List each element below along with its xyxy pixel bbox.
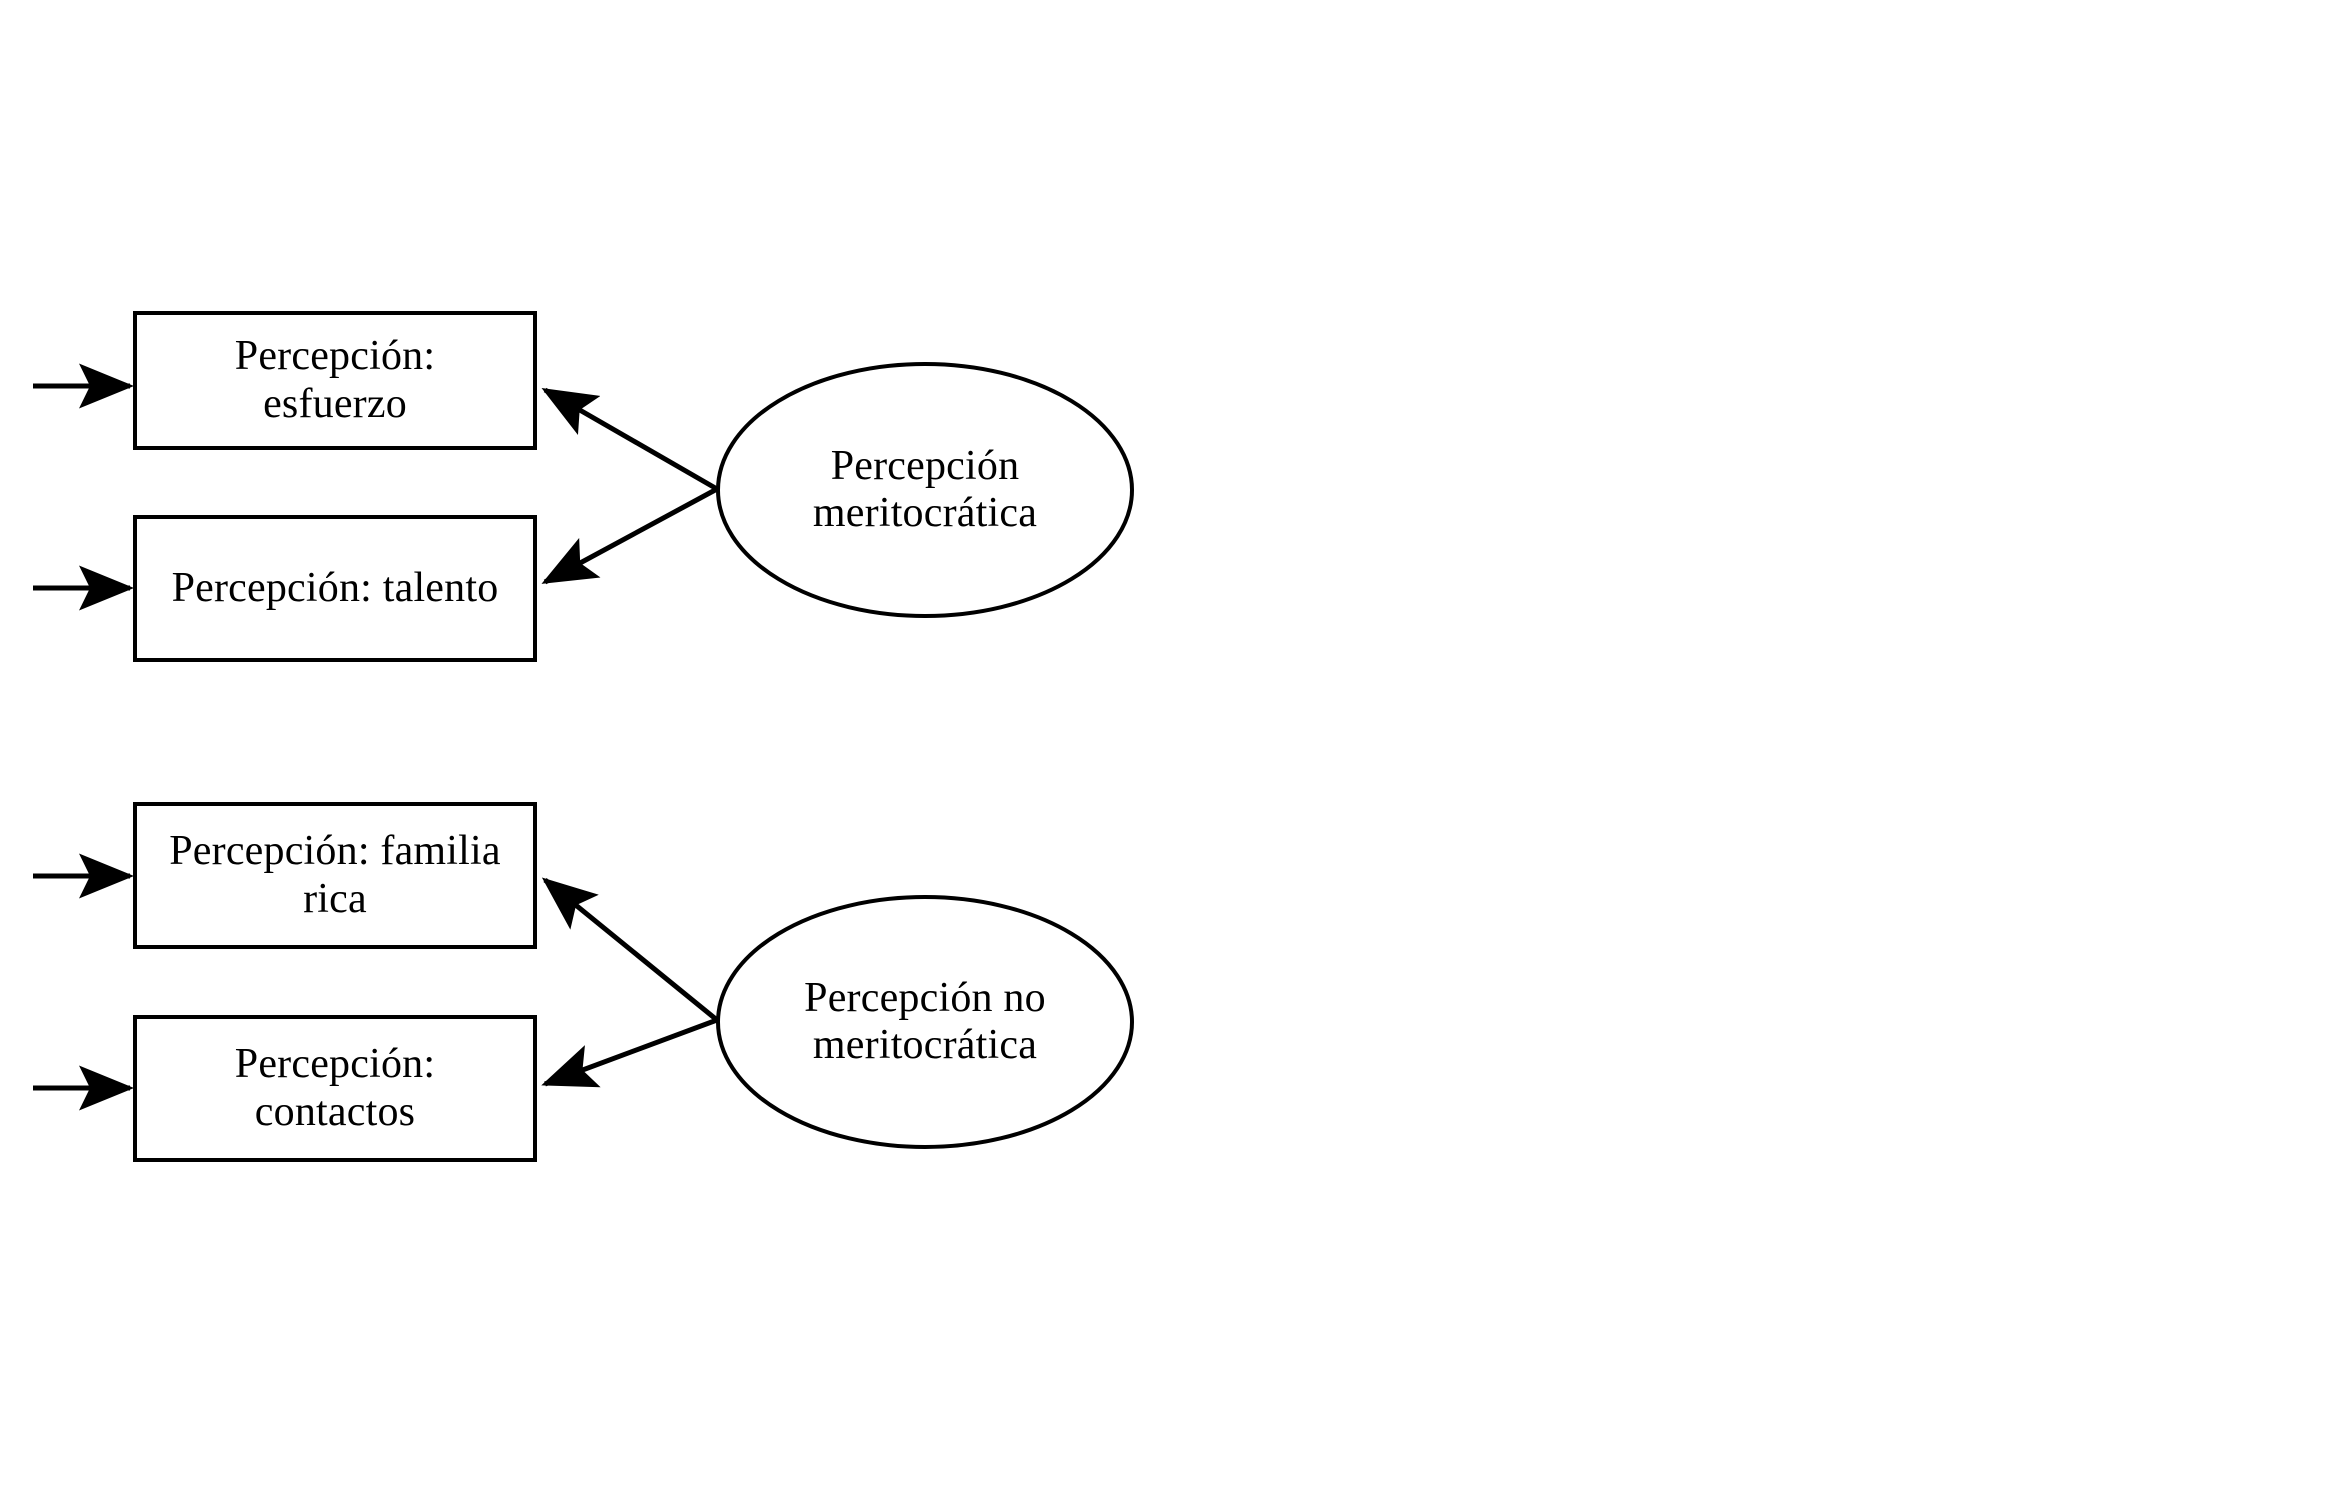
- indicator-box-percepcion-contactos: [133, 1015, 537, 1162]
- loading-arrow-meritocratica-to-talento: [541, 486, 719, 585]
- indicator-box-percepcion-talento: [133, 515, 537, 662]
- loading-arrow-meritocratica-to-esfuerzo: [541, 387, 719, 492]
- loading-arrow-no-meritocratica-to-familia-rica: [541, 877, 719, 1022]
- indicator-box-percepcion-familia-rica: [133, 802, 537, 949]
- indicator-box-percepcion-esfuerzo: [133, 311, 537, 450]
- loading-arrow-no-meritocratica-to-contactos: [541, 1017, 718, 1088]
- latent-ellipse-percepcion-meritocratica: [716, 362, 1134, 618]
- latent-ellipse-percepcion-no-meritocratica: [716, 895, 1134, 1149]
